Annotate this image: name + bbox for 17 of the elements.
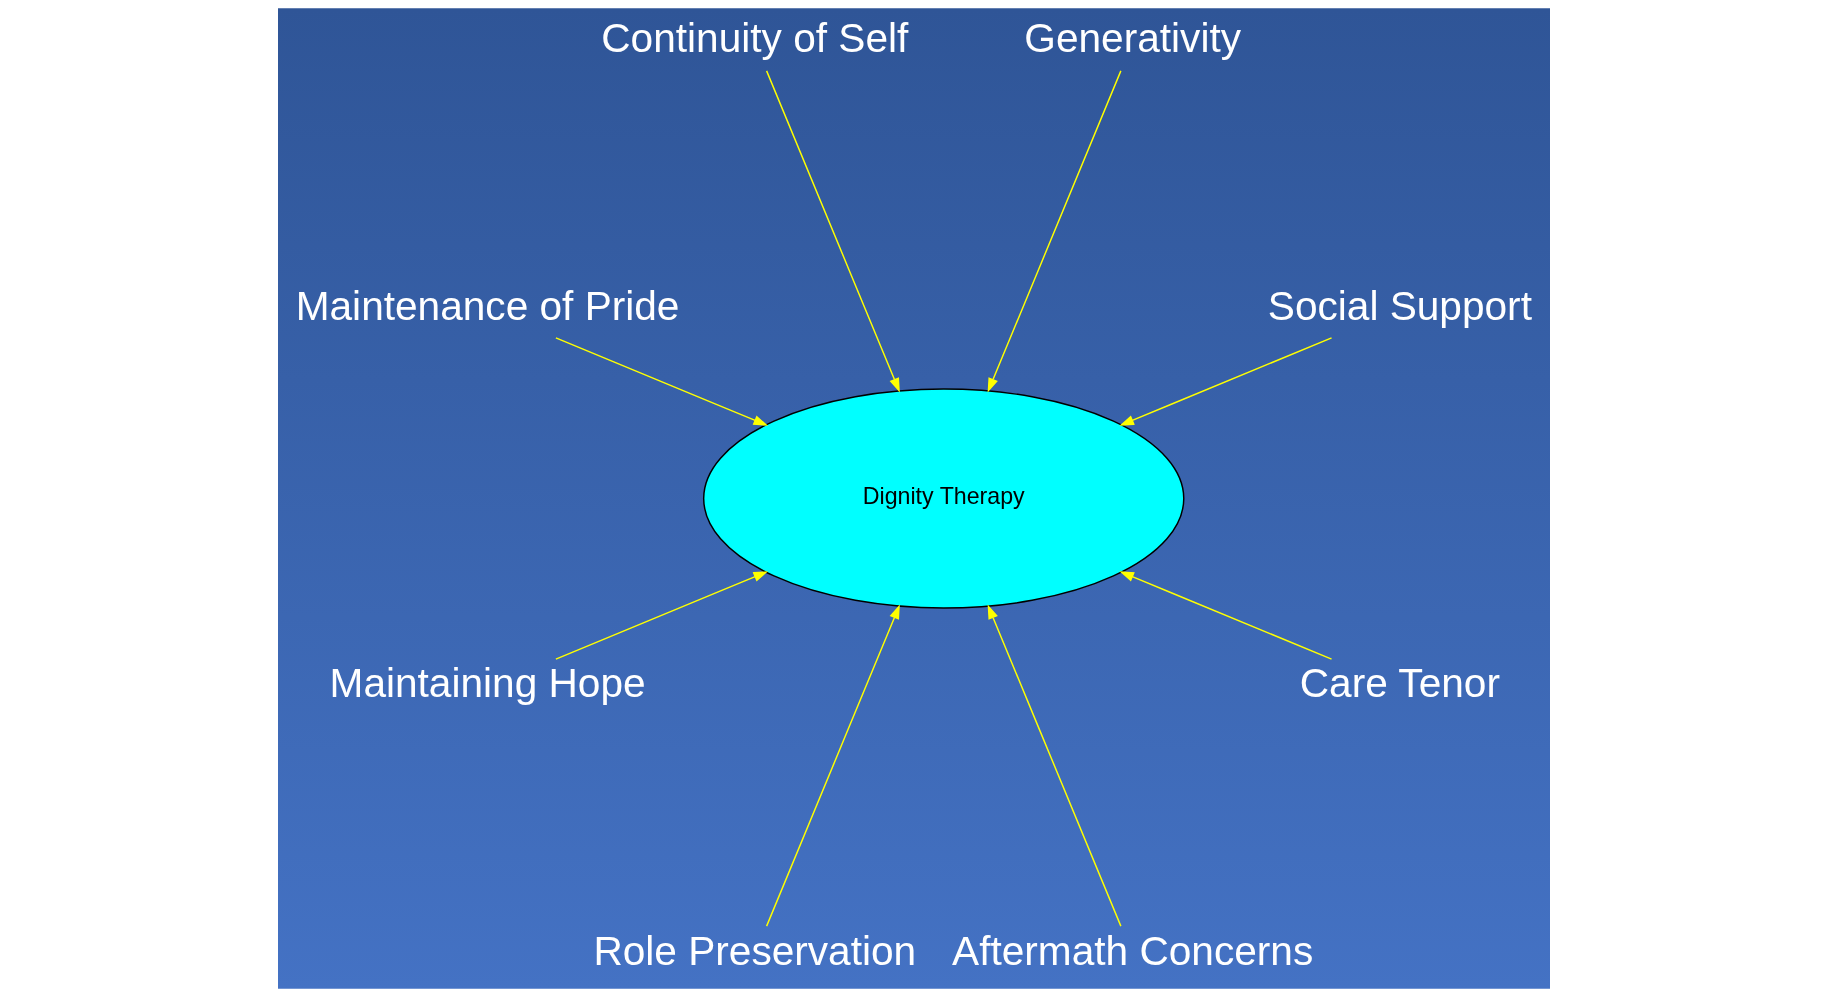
node-text: Role Preservation: [592, 927, 916, 974]
node-text: Social Support: [1267, 282, 1532, 329]
arrow: [554, 571, 768, 660]
node-text: Maintenance of Pride: [295, 282, 679, 329]
arrow: [554, 337, 768, 426]
node-ellipse: Dignity Therapy: [702, 388, 1184, 609]
arrow: [1118, 337, 1332, 426]
node-text: Aftermath Concerns: [951, 927, 1313, 974]
node-text: Generativity: [1023, 15, 1241, 62]
node-text: Continuity of Self: [600, 15, 908, 62]
arrow: [987, 70, 1122, 393]
arrow: [987, 604, 1122, 927]
arrow: [765, 604, 900, 927]
arrow: [1118, 571, 1332, 660]
node-text: Maintaining Hope: [329, 660, 646, 707]
arrow: [765, 70, 900, 393]
node-text: Care Tenor: [1299, 660, 1500, 707]
